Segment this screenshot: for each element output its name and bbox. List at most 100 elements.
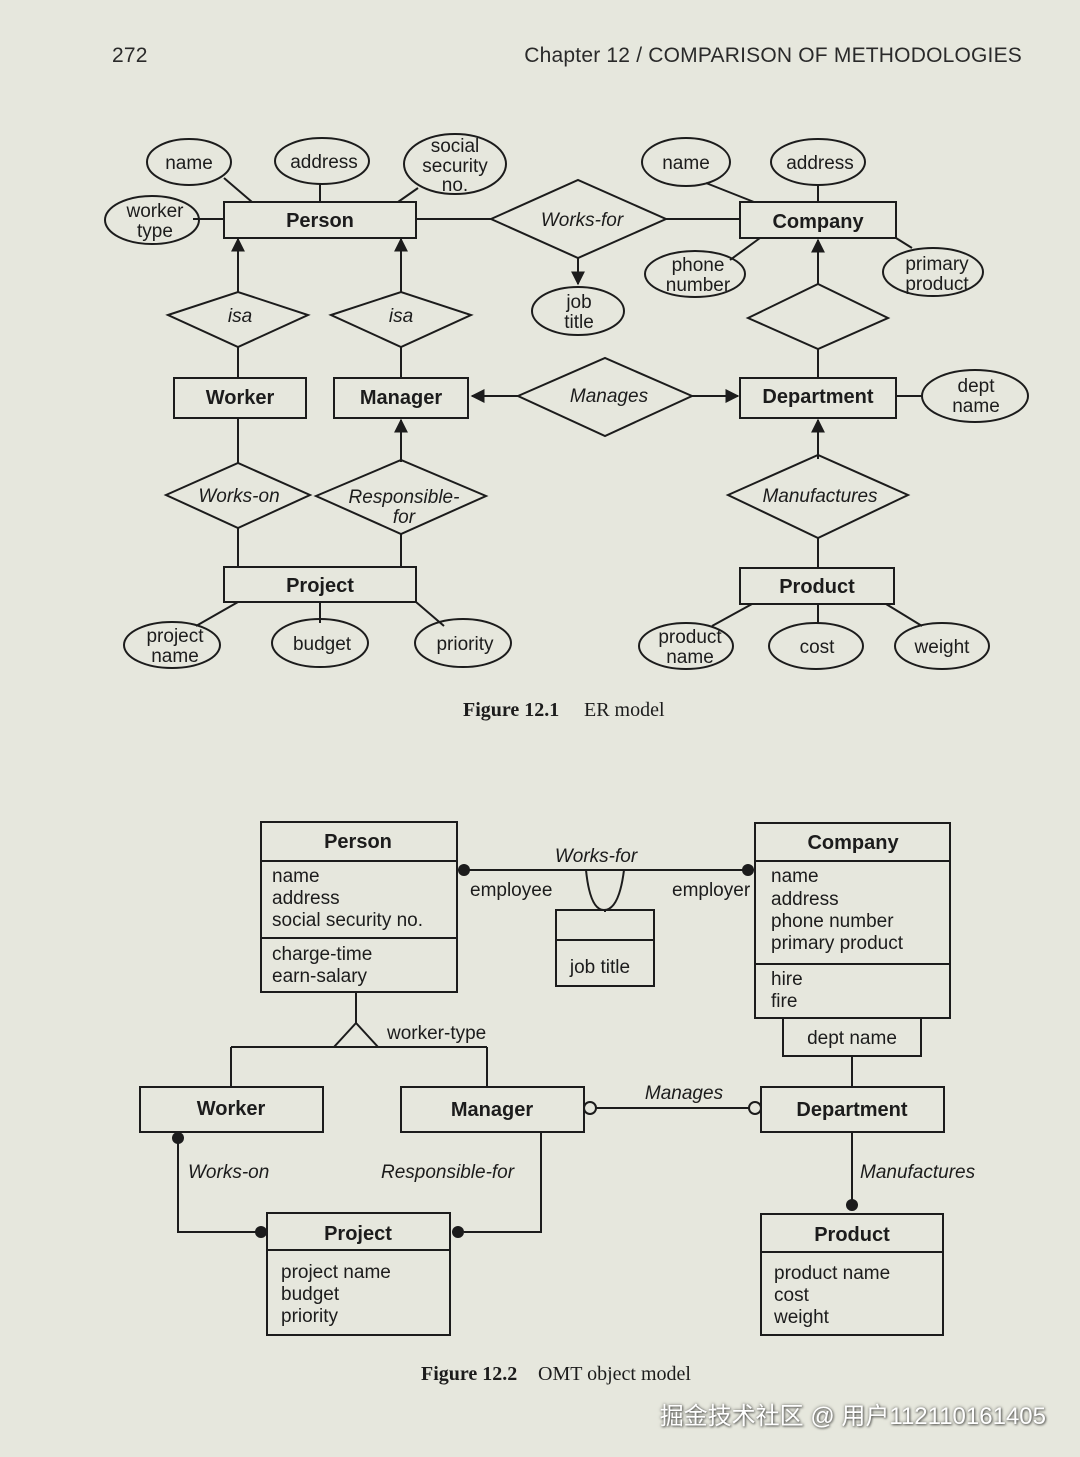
er-entity-product: Product	[739, 567, 895, 605]
svg-text:Figure 12.1: Figure 12.1	[463, 699, 559, 721]
svg-text:priority: priority	[281, 1306, 339, 1327]
er-attribute-dept-name: dept name	[921, 369, 1029, 423]
er-diagram: Person Company Worker Manager Department…	[104, 133, 1029, 670]
er-attribute-cost: cost	[768, 622, 864, 670]
svg-text:OMT object model: OMT object model	[538, 1363, 691, 1385]
svg-text:Works-for: Works-for	[541, 210, 624, 231]
svg-text:cost: cost	[800, 637, 836, 658]
svg-text:Responsible-for: Responsible-for	[381, 1162, 515, 1183]
svg-text:budget: budget	[293, 634, 352, 655]
svg-text:Manufactures: Manufactures	[762, 486, 878, 507]
svg-text:fire: fire	[771, 991, 797, 1012]
role-employee: employee	[470, 880, 552, 901]
er-entity-person: Person	[223, 201, 417, 239]
svg-text:Works-for: Works-for	[555, 846, 638, 867]
svg-text:job title: job title	[569, 957, 630, 978]
svg-text:Manufactures: Manufactures	[860, 1162, 976, 1183]
omt-class-person: Person name address social security no. …	[260, 821, 458, 993]
svg-text:Worker: Worker	[197, 1098, 266, 1120]
svg-text:ER model: ER model	[584, 699, 665, 721]
er-attribute-project-name: project name	[123, 621, 221, 669]
svg-text:Project: Project	[286, 575, 354, 597]
svg-text:type: type	[137, 221, 173, 242]
role-employer: employer	[672, 880, 751, 901]
er-entity-worker: Worker	[173, 377, 307, 419]
er-attribute-ssn: social security no.	[403, 133, 507, 196]
omt-association-manages: Manages	[583, 1083, 762, 1115]
er-entity-company: Company	[739, 201, 897, 239]
svg-text:address: address	[786, 153, 854, 174]
omt-diagram: Person name address social security no. …	[139, 821, 976, 1336]
svg-text:Department: Department	[762, 386, 873, 408]
er-entity-manager: Manager	[333, 377, 469, 419]
svg-text:priority: priority	[436, 634, 494, 655]
er-attribute-phone-number: phone number	[644, 250, 746, 298]
svg-text:Works-on: Works-on	[198, 486, 279, 507]
er-relationship-responsible-for: Responsible- for	[313, 458, 489, 536]
er-attribute-company-name: name	[641, 137, 731, 187]
svg-text:earn-salary: earn-salary	[272, 966, 368, 987]
svg-text:charge-time: charge-time	[272, 944, 372, 965]
svg-text:dept name: dept name	[807, 1028, 897, 1049]
svg-text:worker-type: worker-type	[386, 1023, 486, 1044]
er-attribute-person-name: name	[146, 138, 232, 186]
omt-association-manufactures: Manufactures	[846, 1132, 976, 1211]
er-attribute-product-name: product name	[638, 622, 734, 670]
svg-text:name: name	[165, 153, 213, 174]
svg-text:Works-on: Works-on	[188, 1162, 269, 1183]
svg-text:name: name	[662, 153, 710, 174]
svg-text:number: number	[666, 275, 731, 296]
svg-text:worker: worker	[125, 201, 184, 222]
figure-12-2-caption: Figure 12.2 OMT object model	[421, 1363, 691, 1385]
svg-text:Figure 12.2: Figure 12.2	[421, 1363, 517, 1385]
svg-text:phone number: phone number	[771, 911, 894, 932]
omt-class-department: Department	[760, 1086, 945, 1133]
chapter-title: Chapter 12 / COMPARISON OF METHODOLOGIES	[524, 44, 1022, 67]
svg-text:name: name	[272, 866, 320, 887]
omt-association-works-for: Works-for employee employer	[458, 846, 754, 912]
svg-text:security: security	[422, 156, 488, 177]
svg-text:weight: weight	[914, 637, 971, 658]
svg-text:title: title	[564, 312, 594, 333]
omt-class-company: Company name address phone number primar…	[754, 822, 951, 1019]
er-attribute-priority: priority	[414, 618, 512, 668]
svg-text:Worker: Worker	[206, 387, 275, 409]
svg-text:social: social	[431, 136, 480, 157]
er-relationship-works-for: Works-for	[488, 178, 669, 260]
er-relationship-manufactures: Manufactures	[725, 453, 911, 540]
svg-text:product: product	[658, 627, 722, 648]
svg-text:isa: isa	[389, 306, 413, 327]
omt-link-attribute-job-title: job title	[555, 909, 655, 987]
svg-text:Company: Company	[772, 211, 864, 233]
omt-qualifier-dept-name: dept name	[782, 1017, 922, 1057]
svg-text:no.: no.	[442, 175, 468, 196]
omt-association-works-on: Works-on	[172, 1132, 269, 1238]
figure-12-1-caption: Figure 12.1 ER model	[463, 699, 665, 721]
svg-text:address: address	[771, 889, 839, 910]
er-attribute-primary-product: primary product	[882, 247, 984, 297]
svg-text:cost: cost	[774, 1285, 810, 1306]
er-relationship-department-isa	[745, 282, 891, 351]
svg-text:isa: isa	[228, 306, 252, 327]
er-attribute-weight: weight	[894, 622, 990, 670]
er-relationship-works-on: Works-on	[163, 461, 313, 530]
svg-text:budget: budget	[281, 1284, 340, 1305]
er-relationship-isa-worker: isa	[165, 290, 311, 349]
svg-text:name: name	[771, 866, 819, 887]
watermark: 掘金技术社区 @ 用户112110161405	[659, 1403, 1046, 1430]
svg-text:address: address	[290, 152, 358, 173]
svg-text:Manager: Manager	[451, 1099, 533, 1121]
er-relationship-isa-manager: isa	[328, 290, 474, 349]
er-connectors	[193, 177, 923, 627]
omt-class-project: Project project name budget priority	[266, 1212, 451, 1336]
er-relationship-manages: Manages	[515, 356, 695, 438]
omt-generalization: worker-type	[230, 992, 488, 1087]
svg-text:job: job	[565, 292, 591, 313]
svg-text:name: name	[666, 647, 714, 668]
svg-text:Person: Person	[286, 210, 354, 232]
er-attribute-person-address: address	[274, 137, 370, 185]
er-entity-project: Project	[223, 566, 417, 603]
svg-text:for: for	[393, 507, 416, 528]
